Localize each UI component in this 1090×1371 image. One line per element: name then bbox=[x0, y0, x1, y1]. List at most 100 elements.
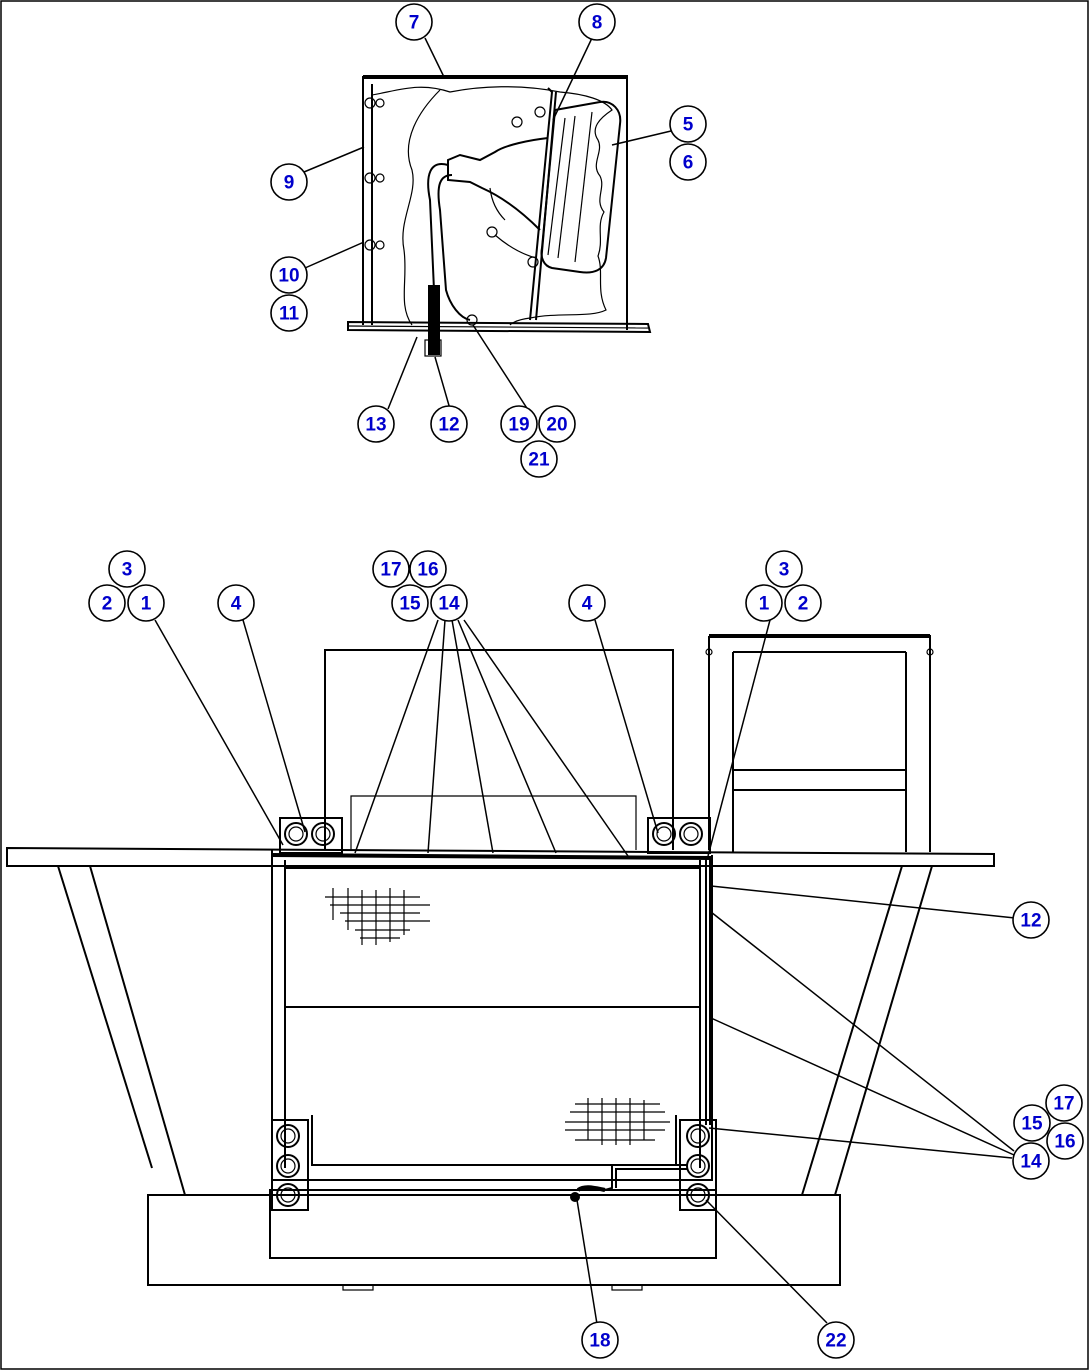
callout-label: 15 bbox=[399, 594, 421, 615]
callout-circle bbox=[108, 550, 146, 588]
callout-label: 19 bbox=[508, 415, 529, 436]
callout-label: 11 bbox=[279, 304, 300, 325]
callout-label: 14 bbox=[1020, 1152, 1042, 1173]
callout-label: 16 bbox=[417, 560, 438, 581]
callout-3: 3 bbox=[765, 550, 803, 588]
callout-label: 14 bbox=[438, 594, 460, 615]
callout-label: 1 bbox=[759, 594, 770, 615]
callout-circle bbox=[1045, 1084, 1083, 1122]
callout-12: 12 bbox=[1012, 901, 1050, 939]
callout-label: 5 bbox=[683, 115, 694, 136]
callout-19: 19 bbox=[500, 405, 538, 443]
leader-lines bbox=[154, 37, 1016, 1325]
callout-label: 15 bbox=[1021, 1114, 1043, 1135]
callout-label: 12 bbox=[1020, 911, 1041, 932]
callout-circle bbox=[1046, 1122, 1084, 1160]
callout-circle bbox=[500, 405, 538, 443]
grille-hatch-upper bbox=[325, 888, 430, 945]
detail-view-light-housing bbox=[347, 75, 652, 357]
callout-circle bbox=[270, 256, 308, 294]
callout-label: 8 bbox=[592, 13, 603, 34]
callout-circle bbox=[127, 584, 165, 622]
callout-circle bbox=[578, 3, 616, 41]
callout-3: 3 bbox=[108, 550, 146, 588]
callout-circle bbox=[395, 3, 433, 41]
callout-circle bbox=[765, 550, 803, 588]
callout-circle bbox=[357, 405, 395, 443]
callout-label: 22 bbox=[825, 1331, 846, 1352]
grille-hatch-lower bbox=[565, 1098, 670, 1145]
callout-label: 13 bbox=[365, 415, 386, 436]
callout-11: 11 bbox=[270, 294, 308, 332]
callout-circle bbox=[391, 584, 429, 622]
callout-circle bbox=[88, 584, 126, 622]
callout-18: 18 bbox=[581, 1321, 619, 1359]
callout-17: 17 bbox=[372, 550, 410, 588]
callout-label: 17 bbox=[1053, 1094, 1074, 1115]
callout-circle bbox=[784, 584, 822, 622]
callout-10: 10 bbox=[270, 256, 308, 294]
callout-6: 6 bbox=[669, 143, 707, 181]
callout-22: 22 bbox=[817, 1321, 855, 1359]
callout-label: 2 bbox=[102, 594, 113, 615]
callout-1: 1 bbox=[127, 584, 165, 622]
callout-15: 15 bbox=[391, 584, 429, 622]
callout-circle bbox=[1012, 901, 1050, 939]
callout-label: 10 bbox=[278, 266, 299, 287]
callout-circle bbox=[270, 163, 308, 201]
flood-lights-bottom bbox=[271, 1119, 717, 1211]
callout-label: 4 bbox=[231, 594, 242, 615]
callout-14: 14 bbox=[430, 584, 468, 622]
callout-label: 4 bbox=[582, 594, 593, 615]
callout-16: 16 bbox=[409, 550, 447, 588]
callout-circle bbox=[430, 584, 468, 622]
callout-16: 16 bbox=[1046, 1122, 1084, 1160]
callout-20: 20 bbox=[538, 405, 576, 443]
callout-circle bbox=[520, 440, 558, 478]
callout-2: 2 bbox=[88, 584, 126, 622]
callout-13: 13 bbox=[357, 405, 395, 443]
main-view-frame bbox=[6, 634, 995, 1291]
callout-label: 3 bbox=[122, 560, 133, 581]
callout-2: 2 bbox=[784, 584, 822, 622]
callout-17: 17 bbox=[1045, 1084, 1083, 1122]
callout-15: 15 bbox=[1013, 1104, 1051, 1142]
callout-1: 1 bbox=[745, 584, 783, 622]
callout-label: 16 bbox=[1054, 1132, 1075, 1153]
callout-circle bbox=[430, 405, 468, 443]
callout-5: 5 bbox=[669, 105, 707, 143]
callout-circle bbox=[581, 1321, 619, 1359]
callout-circle bbox=[817, 1321, 855, 1359]
callout-4: 4 bbox=[568, 584, 606, 622]
callout-label: 18 bbox=[589, 1331, 610, 1352]
flood-lights-top bbox=[279, 817, 711, 854]
callout-label: 6 bbox=[683, 153, 694, 174]
callout-circle bbox=[1012, 1142, 1050, 1180]
callout-circle bbox=[568, 584, 606, 622]
callout-circle bbox=[372, 550, 410, 588]
callout-circle bbox=[270, 294, 308, 332]
callout-label: 2 bbox=[798, 594, 809, 615]
callout-label: 20 bbox=[546, 415, 567, 436]
callout-9: 9 bbox=[270, 163, 308, 201]
callout-label: 21 bbox=[528, 450, 550, 471]
callout-4: 4 bbox=[217, 584, 255, 622]
callout-8: 8 bbox=[578, 3, 616, 41]
callout-circle bbox=[217, 584, 255, 622]
callout-circle bbox=[409, 550, 447, 588]
callout-12: 12 bbox=[430, 405, 468, 443]
callout-label: 7 bbox=[409, 13, 420, 34]
callout-7: 7 bbox=[395, 3, 433, 41]
callout-circle bbox=[669, 105, 707, 143]
callout-label: 1 bbox=[141, 594, 152, 615]
callout-circle bbox=[538, 405, 576, 443]
callout-label: 3 bbox=[779, 560, 790, 581]
callout-circle bbox=[745, 584, 783, 622]
callout-label: 12 bbox=[438, 415, 459, 436]
callout-14: 14 bbox=[1012, 1142, 1050, 1180]
callout-label: 9 bbox=[284, 173, 295, 194]
callout-circle bbox=[669, 143, 707, 181]
